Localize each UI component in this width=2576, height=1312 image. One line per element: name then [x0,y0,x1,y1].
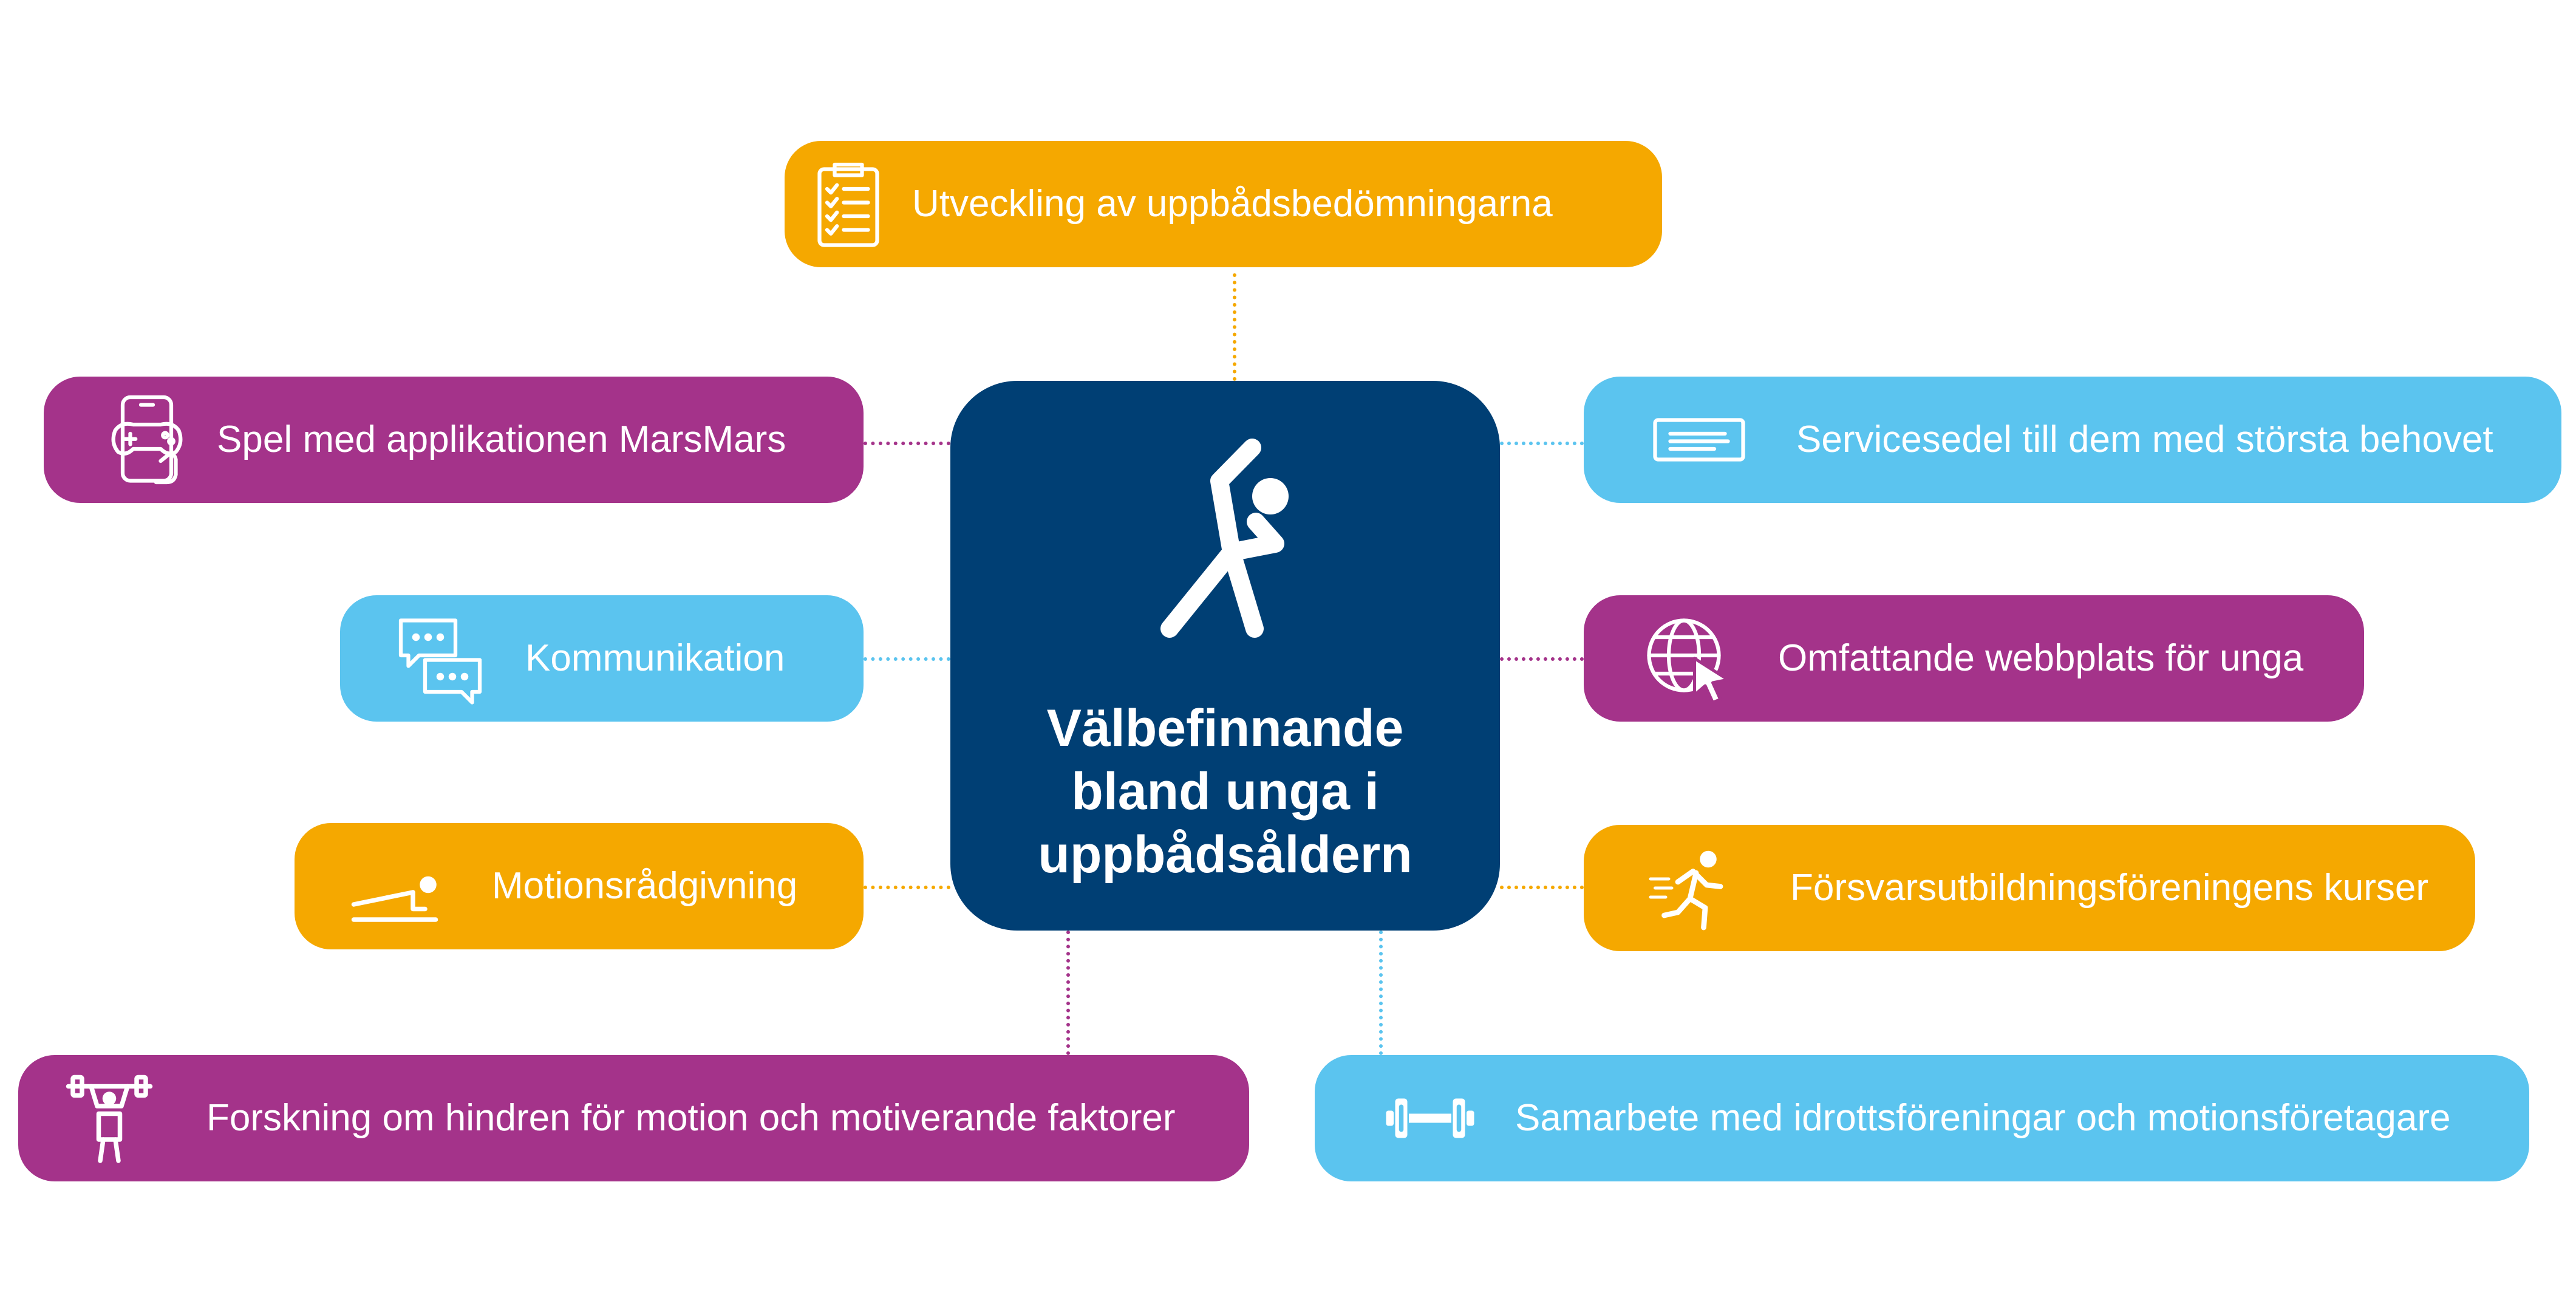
plank-exercise-icon [331,823,458,949]
node-assessments-label: Utveckling av uppbådsbedömningarna [912,183,1553,225]
running-person-icon [1629,825,1757,951]
hub-title-line: bland unga i [1071,762,1379,821]
node-communication: Kommunikation [340,595,864,722]
chat-bubbles-icon [377,595,504,722]
node-website-label: Omfattande webbplats för unga [1778,637,2304,679]
connector-cooperation [1379,931,1383,1055]
phone-game-icon [86,377,214,503]
node-communication-label: Kommunikation [525,637,785,679]
node-courses: Försvarsutbildningsföreningens kurser [1584,825,2475,951]
node-game: Spel med applikationen MarsMars [44,377,864,503]
hub-title-line: uppbådsåldern [1038,825,1412,884]
node-courses-label: Försvarsutbildningsföreningens kurser [1790,867,2429,909]
connector-voucher [1500,442,1584,445]
hub-title: Välbefinnande bland unga i uppbådsåldern [1038,697,1412,886]
node-assessments: Utveckling av uppbådsbedömningarna [785,141,1662,267]
node-cooperation: Samarbete med idrottsföreningar och moti… [1315,1055,2529,1181]
clipboard-checklist-icon [785,141,912,267]
globe-cursor-icon [1623,595,1751,722]
hub-title-line: Välbefinnande [1046,699,1404,757]
connector-game [864,442,950,445]
node-cooperation-label: Samarbete med idrottsföreningar och moti… [1515,1097,2451,1139]
node-research: Forskning om hindren för motion och moti… [18,1055,1249,1181]
node-voucher-label: Servicesedel till dem med största behove… [1796,419,2493,460]
node-research-label: Forskning om hindren för motion och moti… [206,1097,1176,1139]
connector-research [1066,931,1070,1055]
hub: Välbefinnande bland unga i uppbådsåldern [950,381,1500,931]
node-voucher: Servicesedel till dem med största behove… [1584,377,2561,503]
connector-courses [1500,886,1584,889]
voucher-card-icon [1635,377,1763,503]
dumbbell-icon [1366,1055,1494,1181]
stretching-person-icon [1160,439,1289,638]
connector-communication [864,657,950,661]
connector-assessments [1233,273,1236,381]
node-game-label: Spel med applikationen MarsMars [217,419,786,460]
node-exercise-advice: Motionsrådgivning [295,823,864,949]
connector-website [1500,657,1584,661]
weightlifter-icon [46,1055,173,1181]
node-exercise-advice-label: Motionsrådgivning [492,865,798,907]
connector-exercise-advice [864,886,950,889]
node-website: Omfattande webbplats för unga [1584,595,2364,722]
